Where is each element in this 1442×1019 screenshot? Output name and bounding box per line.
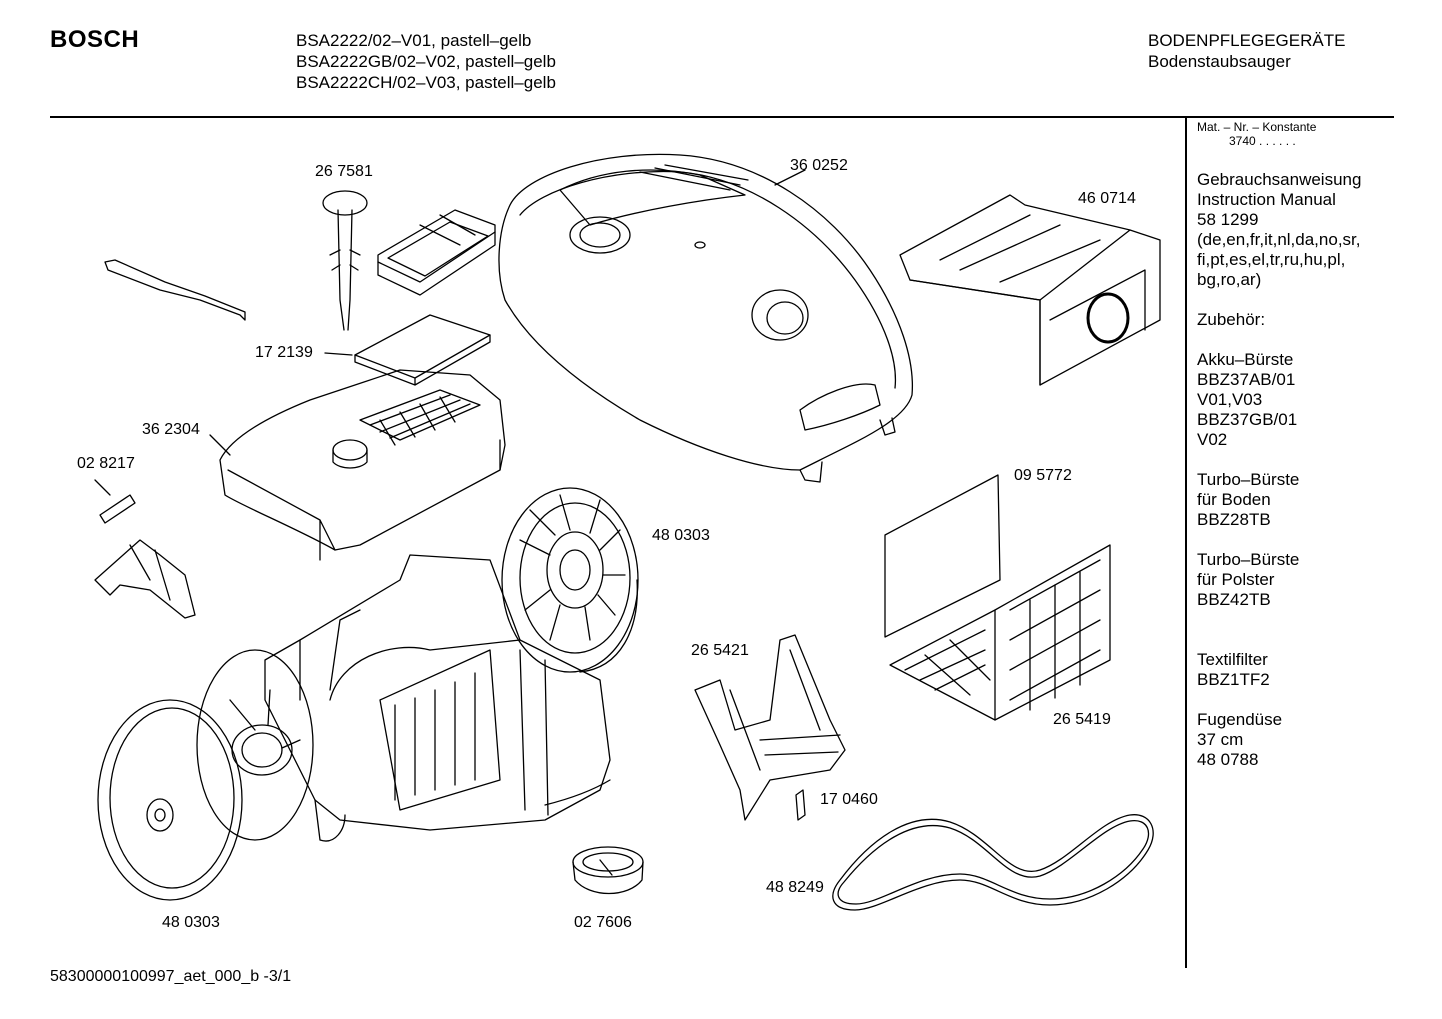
accessory-turbo-boden: Turbo–Bürste für Boden BBZ28TB xyxy=(1197,470,1361,530)
accessories-heading: Zubehör: xyxy=(1197,310,1266,329)
filter-cassette-drawing xyxy=(378,210,495,295)
accessory-fugenduese: Fugendüse 37 cm 48 0788 xyxy=(1197,710,1361,770)
part-number-label: 26 5421 xyxy=(691,642,749,659)
part-number-label: 09 5772 xyxy=(1014,467,1072,484)
manual-block: Gebrauchsanweisung Instruction Manual 58… xyxy=(1197,170,1361,290)
accessory-line: Akku–Bürste xyxy=(1197,350,1294,369)
base-body-drawing xyxy=(265,555,610,841)
accessory-line: für Polster xyxy=(1197,570,1275,589)
battery-drawing xyxy=(95,480,135,523)
model-list: BSA2222/02–V01, pastell–gelb BSA2222GB/0… xyxy=(296,30,556,93)
model-line: BSA2222GB/02–V02, pastell–gelb xyxy=(296,52,556,71)
accessory-line: Fugendüse xyxy=(1197,710,1283,729)
part-number-label: 02 7606 xyxy=(574,914,632,931)
part-number-label: 46 0714 xyxy=(1078,190,1136,207)
accessory-line: für Boden xyxy=(1197,490,1271,509)
manual-number: 58 1299 xyxy=(1197,210,1259,229)
part-number-label: 02 8217 xyxy=(77,455,135,472)
sidebar: Mat. – Nr. – Konstante 3740 . . . . . . … xyxy=(1197,120,1361,770)
category-title: BODENPFLEGEGERÄTE xyxy=(1148,31,1346,50)
part-number-label: 48 8249 xyxy=(766,879,824,896)
filter-pad-drawing xyxy=(325,315,490,385)
accessory-line: Textilfilter xyxy=(1197,650,1268,669)
holder-drawing xyxy=(323,191,367,330)
bracket-drawing xyxy=(95,540,195,618)
part-number-label: 48 0303 xyxy=(652,527,710,544)
bag-holder-drawing xyxy=(695,635,845,820)
accessory-akku: Akku–Bürste BBZ37AB/01 V01,V03 BBZ37GB/0… xyxy=(1197,350,1361,450)
part-number-label: 48 0303 xyxy=(162,914,220,931)
hub-drawing xyxy=(573,847,643,894)
accessory-line: BBZ42TB xyxy=(1197,590,1271,609)
wheel-inner-drawing xyxy=(197,650,313,840)
motor-housing-drawing xyxy=(210,370,505,560)
manual-languages: (de,en,fr,it,nl,da,no,sr, xyxy=(1197,230,1361,249)
document-code: 58300000100997_aet_000_b -3/1 xyxy=(50,968,292,985)
accessory-line: V01,V03 xyxy=(1197,390,1263,409)
part-number-label: 36 2304 xyxy=(142,421,200,438)
model-line: BSA2222CH/02–V03, pastell–gelb xyxy=(296,73,556,92)
part-number-label: 26 5419 xyxy=(1053,711,1111,728)
accessory-turbo-polster: Turbo–Bürste für Polster BBZ42TB xyxy=(1197,550,1361,610)
part-number-label: 26 7581 xyxy=(315,163,373,180)
manual-languages: bg,ro,ar) xyxy=(1197,270,1262,289)
wheel-top-drawing xyxy=(502,488,638,672)
manual-title: Gebrauchsanweisung xyxy=(1197,170,1362,189)
model-line: BSA2222/02–V01, pastell–gelb xyxy=(296,31,532,50)
accessory-line: 37 cm xyxy=(1197,730,1244,749)
accessory-line: BBZ37AB/01 xyxy=(1197,370,1296,389)
dust-bag-drawing xyxy=(900,195,1160,385)
accessory-line: V02 xyxy=(1197,430,1228,449)
accessory-textilfilter: Textilfilter BBZ1TF2 xyxy=(1197,650,1361,690)
clip-drawing xyxy=(796,790,805,820)
accessory-line: BBZ1TF2 xyxy=(1197,670,1270,689)
part-number-label: 17 0460 xyxy=(820,791,878,808)
strip-seal-drawing xyxy=(105,260,245,320)
manual-title-en: Instruction Manual xyxy=(1197,190,1336,209)
brand-logo: BOSCH xyxy=(50,26,140,53)
category-subtitle: Bodenstaubsauger xyxy=(1148,52,1291,71)
manual-languages: fi,pt,es,el,tr,ru,hu,pl, xyxy=(1197,250,1346,269)
mat-value: 3740 . . . . . . xyxy=(1229,134,1296,148)
grid-frame-drawing xyxy=(890,545,1110,720)
accessory-line: Turbo–Bürste xyxy=(1197,550,1300,569)
part-number-label: 17 2139 xyxy=(255,344,313,361)
sidebar-divider xyxy=(1185,118,1187,968)
accessory-line: Turbo–Bürste xyxy=(1197,470,1300,489)
accessory-line: 48 0788 xyxy=(1197,750,1259,769)
header-divider xyxy=(50,116,1394,118)
category-block: BODENPFLEGEGERÄTE Bodenstaubsauger xyxy=(1148,30,1345,72)
filter-sheet-drawing xyxy=(885,475,1000,637)
belt-drawing xyxy=(833,815,1153,910)
accessory-line: BBZ28TB xyxy=(1197,510,1271,529)
wheel-left-drawing xyxy=(98,700,242,900)
accessory-line: BBZ37GB/01 xyxy=(1197,410,1298,429)
mat-label: Mat. – Nr. – Konstante xyxy=(1197,120,1317,134)
part-number-label: 36 0252 xyxy=(790,157,848,174)
top-cover-drawing xyxy=(499,154,912,482)
